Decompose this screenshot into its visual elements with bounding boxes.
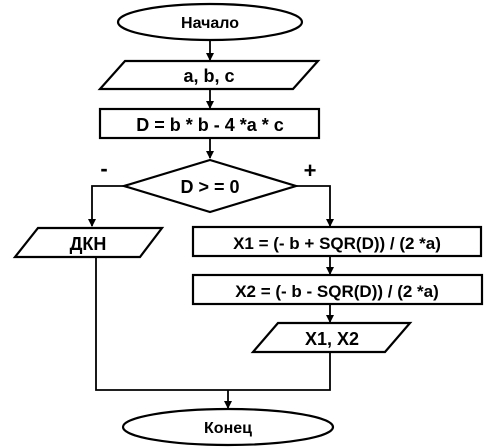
- discriminant-process: D = b * b - 4 *a * c: [98, 107, 321, 140]
- root2-process: X2 = (- b - SQR(D)) / (2 *a): [191, 273, 484, 306]
- connector-lines: [88, 40, 334, 409]
- start-ellipse: [116, 2, 304, 42]
- no-roots-output: ДКН: [12, 226, 165, 259]
- arrow-yes-branch: [296, 185, 334, 227]
- start-terminal: Начало: [116, 2, 304, 42]
- start-label: Начало: [181, 15, 239, 32]
- roots-output: X1, X2: [250, 321, 413, 354]
- input-parallelogram: [97, 59, 321, 91]
- condition-decision: D > = 0: [120, 158, 300, 214]
- no-roots-parallelogram: [12, 226, 165, 259]
- branch-no-sign: -: [100, 156, 107, 181]
- input-block: a, b, c: [97, 59, 321, 91]
- end-terminal: Конец: [121, 407, 335, 447]
- roots-output-label: X1, X2: [305, 329, 359, 349]
- root1-rect: [191, 225, 483, 258]
- no-roots-label: ДКН: [70, 234, 107, 254]
- line-roots-to-merge: [228, 352, 331, 391]
- root1-process: X1 = (- b + SQR(D)) / (2 *a): [191, 225, 483, 258]
- condition-diamond: [120, 158, 300, 214]
- root2-rect: [191, 273, 484, 306]
- discriminant-label: D = b * b - 4 *a * c: [136, 115, 284, 135]
- arrow-no-branch: [88, 185, 124, 227]
- discriminant-rect: [98, 107, 321, 140]
- root2-label: X2 = (- b - SQR(D)) / (2 *a): [235, 282, 439, 301]
- condition-label: D > = 0: [180, 177, 239, 197]
- end-ellipse: [121, 407, 335, 447]
- roots-output-parallelogram: [250, 321, 413, 354]
- end-label: Конец: [204, 420, 252, 437]
- line-no-roots-to-merge: [95, 256, 228, 391]
- root1-label: X1 = (- b + SQR(D)) / (2 *a): [233, 234, 441, 253]
- branch-yes-sign: +: [304, 158, 317, 183]
- input-label: a, b, c: [183, 66, 234, 86]
